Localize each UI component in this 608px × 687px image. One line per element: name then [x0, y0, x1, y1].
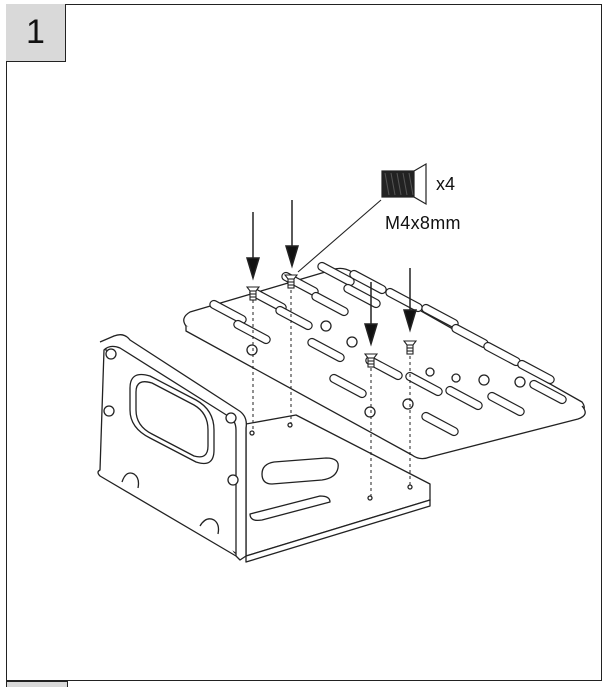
screw-markers [245, 274, 418, 368]
screw-quantity-label: x4 [436, 174, 456, 194]
instruction-panel [6, 4, 602, 681]
callout-leader-line [297, 199, 382, 273]
alignment-lines [252, 290, 411, 496]
countersunk-screw-icon [381, 162, 427, 206]
screw-spec-label: M4x8mm [385, 213, 461, 233]
slotted-top-plate [183, 260, 586, 460]
motor-mount-bracket [97, 334, 431, 563]
next-step-tab [6, 681, 68, 687]
insertion-arrows [245, 200, 418, 347]
step-number: 1 [6, 4, 66, 62]
